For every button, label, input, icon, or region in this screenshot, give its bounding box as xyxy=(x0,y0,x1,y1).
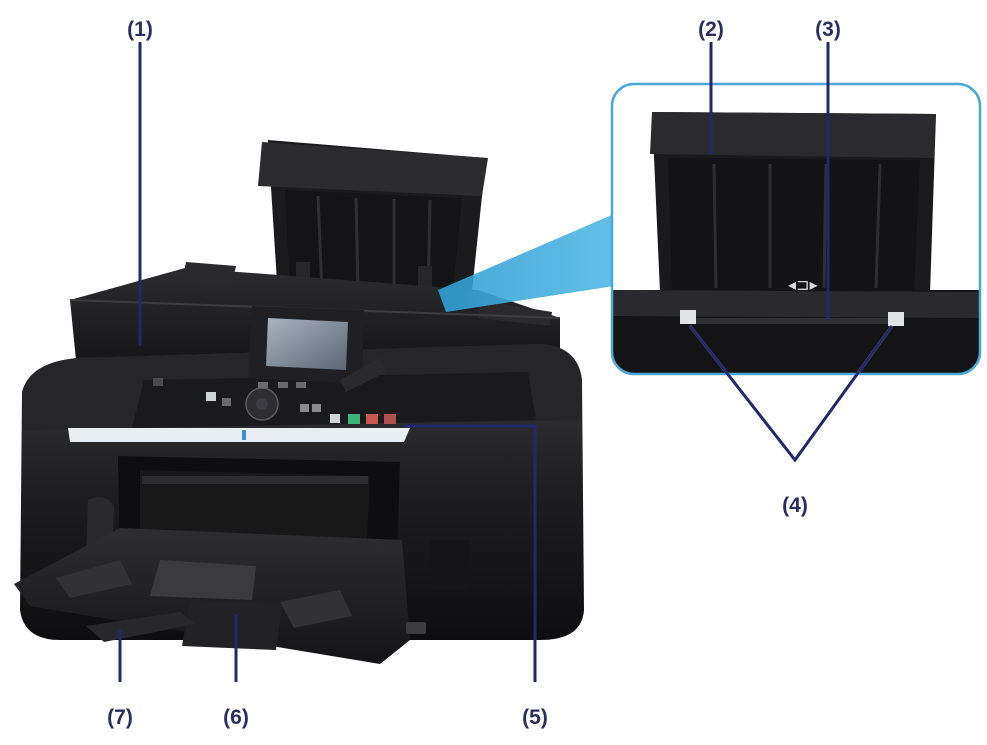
rear-paper-support xyxy=(258,140,488,310)
paper-width-arrow-icon: ◂⊐▸ xyxy=(788,275,817,294)
zoom-callout-beam xyxy=(438,214,614,312)
callout-label-6: (6) xyxy=(223,706,249,729)
lcd-monitor xyxy=(248,306,386,392)
output-tray-extension xyxy=(86,612,196,642)
paper-output-tray xyxy=(14,528,410,664)
side-cover xyxy=(406,540,470,634)
printer-illustration xyxy=(14,140,584,664)
callout-label-7: (7) xyxy=(107,706,133,729)
leader-lines xyxy=(118,42,894,682)
callout-label-2: (2) xyxy=(698,18,724,41)
callout-label-1: (1) xyxy=(127,18,153,41)
leader-5 xyxy=(404,424,537,682)
leader-4-outline xyxy=(688,325,894,463)
callout-labels: (1) (2) (3) (4) (5) (6) (7) xyxy=(107,18,841,729)
callout-label-5: (5) xyxy=(522,706,548,729)
inset-rear-tray-closeup: ◂⊐▸ xyxy=(610,82,982,376)
operation-panel xyxy=(132,372,536,428)
callout-label-4: (4) xyxy=(782,494,808,517)
callout-label-3: (3) xyxy=(815,18,841,41)
